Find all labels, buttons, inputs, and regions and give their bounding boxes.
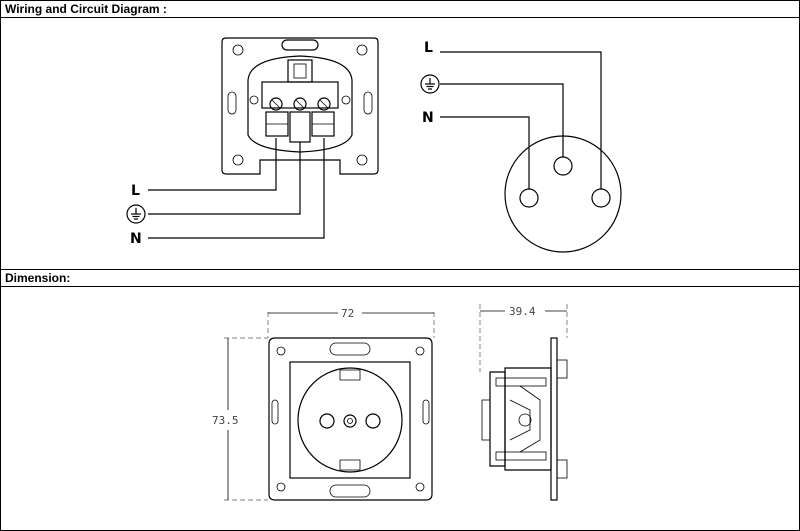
- circuit-diagram: [440, 51, 622, 253]
- front-view-dimension-lines: [224, 312, 435, 501]
- circuit-label-neutral: N: [422, 110, 434, 126]
- front-view-drawing: [268, 337, 433, 501]
- socket-rear-view-drawing: [221, 37, 379, 175]
- side-view-drawing: [481, 337, 568, 501]
- dimension-depth: 39.4: [509, 305, 536, 318]
- dimension-height: 73.5: [212, 414, 239, 427]
- socket-wires: [148, 138, 325, 239]
- earth-ground-icon: [420, 74, 440, 94]
- wiring-label-live: L: [131, 183, 140, 199]
- wiring-section-header: Wiring and Circuit Diagram :: [1, 1, 799, 18]
- circuit-label-live: L: [424, 40, 433, 56]
- dimension-width: 72: [341, 307, 354, 320]
- dimension-section-header: Dimension:: [1, 270, 799, 287]
- wiring-label-neutral: N: [130, 231, 142, 247]
- side-view-dimension-lines: [479, 304, 568, 372]
- earth-ground-icon: [126, 204, 146, 224]
- dimension-section-title: Dimension:: [5, 271, 71, 285]
- wiring-section-title: Wiring and Circuit Diagram :: [5, 2, 167, 16]
